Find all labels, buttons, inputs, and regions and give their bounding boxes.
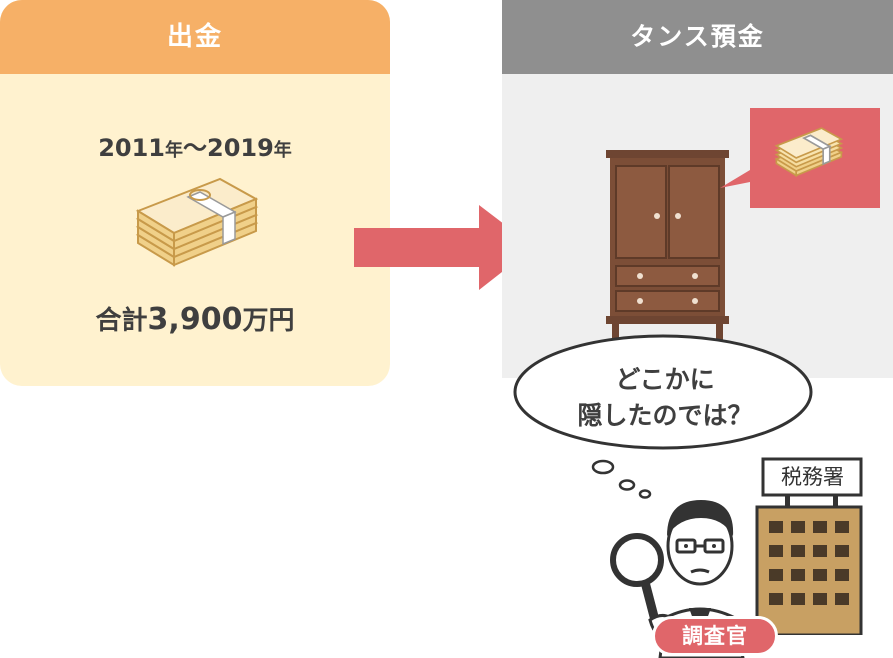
withdrawal-period: 2011年〜2019年 <box>0 128 390 163</box>
tax-office-building-icon <box>755 457 863 635</box>
money-bundle-icon <box>135 177 259 267</box>
right-arrow-icon <box>354 205 534 290</box>
withdrawal-panel: 出金 2011年〜2019年 合計3,900万円 <box>0 0 390 386</box>
period-start-year: 2011 <box>98 134 165 162</box>
inspector-label: 調査官 <box>682 624 748 648</box>
period-year-mark-start: 年 <box>165 140 183 161</box>
wardrobe-icon <box>606 150 729 344</box>
tansu-savings-title: タンス預金 <box>630 22 765 51</box>
period-year-mark-end: 年 <box>273 140 292 161</box>
withdrawal-total: 合計3,900万円 <box>0 300 390 337</box>
period-end-year: 2019 <box>207 134 274 162</box>
total-unit: 万円 <box>242 306 295 336</box>
inspector-badge <box>652 616 778 656</box>
thought-bubble-text: どこかに 隠したのでは？ <box>515 362 815 434</box>
withdrawal-header <box>0 0 390 74</box>
tansu-savings-header <box>502 0 893 74</box>
total-prefix: 合計 <box>95 306 148 336</box>
period-separator: 〜 <box>183 134 207 162</box>
thought-bubble <box>513 334 813 499</box>
total-amount: 3,900 <box>147 302 243 337</box>
withdrawal-title: 出金 <box>166 22 223 52</box>
thought-line-2: 隠したのでは？ <box>577 401 753 430</box>
hidden-cash-callout <box>720 108 880 208</box>
tax-office-label: 税務署 <box>781 465 844 489</box>
thought-line-1: どこかに <box>615 365 715 394</box>
